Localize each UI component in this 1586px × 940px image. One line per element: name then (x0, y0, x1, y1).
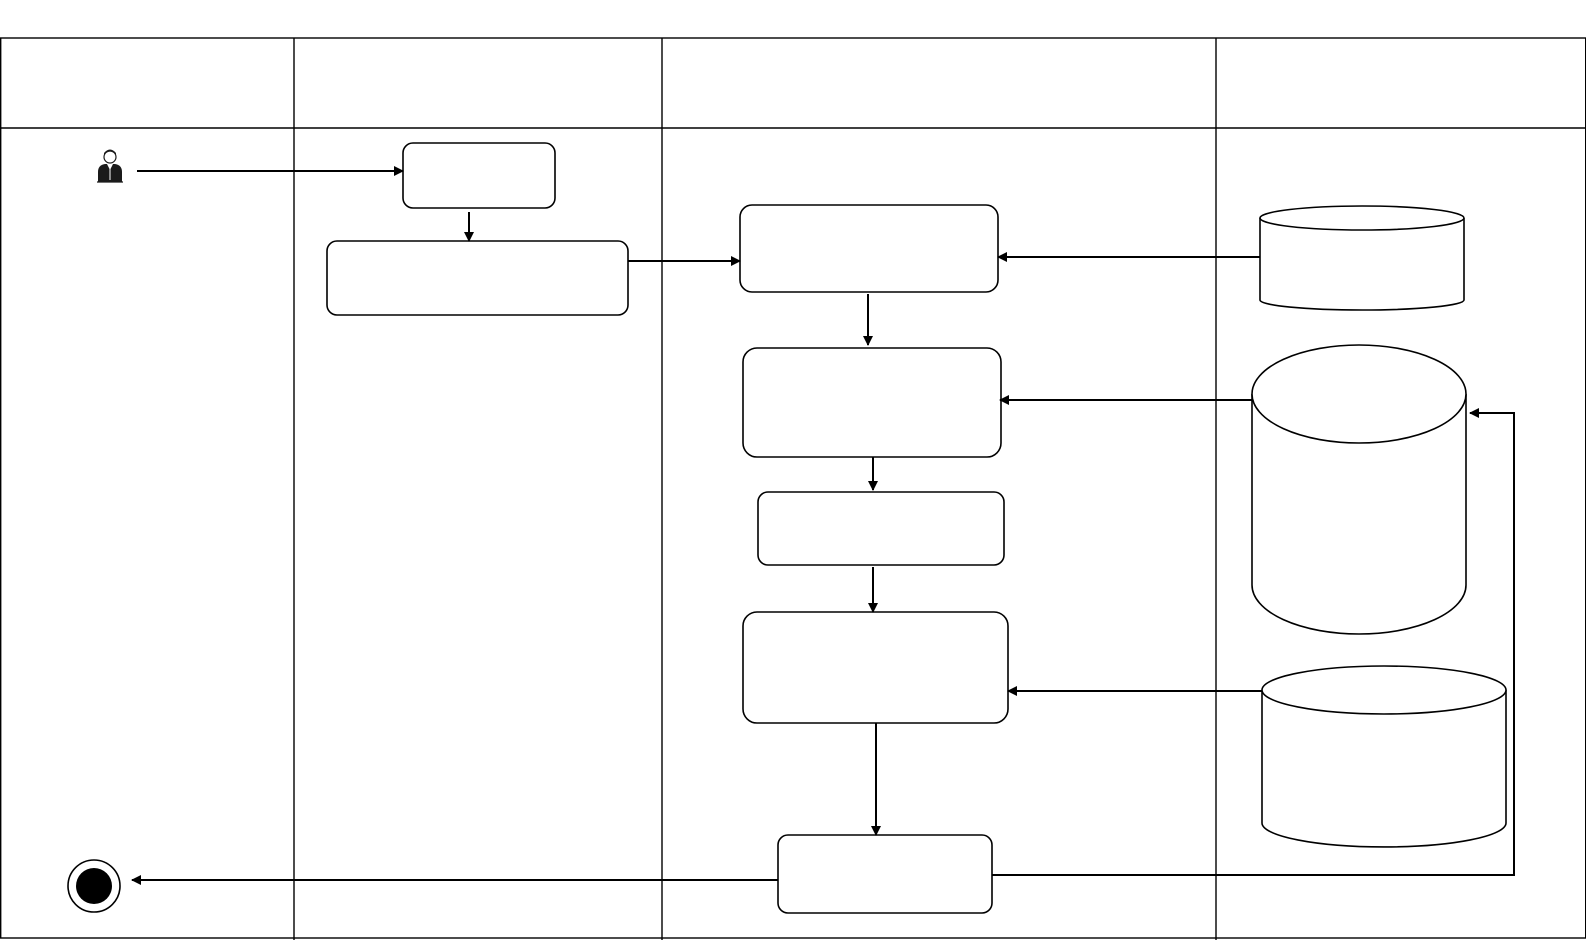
process-box-d[interactable] (742, 347, 1002, 458)
arrow-box-g-to-db2 (992, 408, 1515, 876)
user-icon (97, 149, 123, 183)
process-box-c[interactable] (739, 204, 999, 293)
flow-arrows (131, 166, 1515, 885)
process-box-a[interactable] (402, 142, 556, 209)
process-nodes (326, 142, 1009, 914)
process-box-g[interactable] (777, 834, 993, 914)
database-2[interactable] (1251, 344, 1467, 635)
end-node-icon (67, 859, 121, 913)
process-box-f[interactable] (742, 611, 1009, 724)
database-3[interactable] (1261, 665, 1507, 848)
database-1[interactable] (1259, 205, 1465, 311)
process-box-b[interactable] (326, 240, 629, 316)
process-box-e[interactable] (757, 491, 1005, 566)
